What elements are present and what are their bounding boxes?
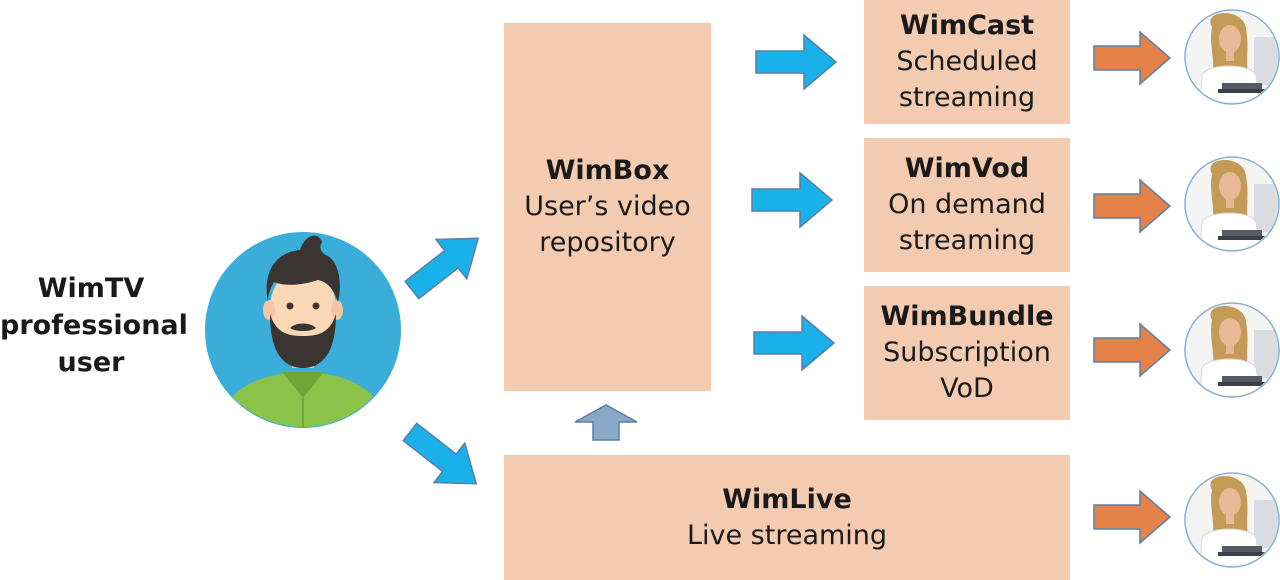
wimlive-box: WimLive Live streaming [504,455,1070,580]
wimbox-line-2: repository [539,227,676,258]
arrow-wimbundle-to-viewer [1093,322,1172,378]
arrow-wimlive-to-wimbox [574,404,638,441]
wimcast-title: WimCast [899,10,1035,41]
wimcast-line-1: Scheduled [896,46,1038,77]
wimbox-line-1: User’s video [524,191,691,222]
professional-user-avatar-icon [205,232,401,428]
wimbundle-title: WimBundle [880,301,1054,332]
arrow-wimbox-to-wimcast [755,33,838,91]
wimbox-title: WimBox [545,155,670,186]
arrow-wimbox-to-wimvod [751,171,834,229]
arrow-user-to-wimlive [402,422,478,485]
wimcast-line-2: streaming [898,82,1036,113]
wimbox-box: WimBox User’s video repository [504,23,711,391]
user-label-line-3: user [57,347,125,378]
wimbundle-box: WimBundle Subscription VoD [864,286,1070,420]
viewer-avatar-icon [1185,10,1280,104]
wimvod-title: WimVod [904,153,1030,184]
viewer-avatar-icon [1185,473,1280,567]
wimvod-line-1: On demand [888,189,1046,220]
wimbundle-line-1: Subscription [883,337,1051,368]
arrow-wimbox-to-wimbundle [753,314,836,372]
user-label: WimTV professional user [0,270,188,381]
wimcast-box: WimCast Scheduled streaming [864,0,1070,124]
wimvod-box: WimVod On demand streaming [864,138,1070,272]
wimbundle-line-2: VoD [940,373,994,404]
arrow-user-to-wimbox [404,237,480,300]
wimvod-line-2: streaming [898,225,1036,256]
arrow-wimvod-to-viewer [1093,178,1172,234]
wimlive-line-1: Live streaming [686,519,888,551]
wimlive-title: WimLive [722,483,852,515]
user-label-line-1: WimTV [37,273,145,304]
user-label-line-2: professional [0,310,188,341]
viewer-avatar-icon [1185,157,1280,251]
arrow-wimlive-to-viewer [1093,489,1172,545]
arrow-wimcast-to-viewer [1093,30,1172,86]
viewer-avatar-icon [1185,303,1280,397]
